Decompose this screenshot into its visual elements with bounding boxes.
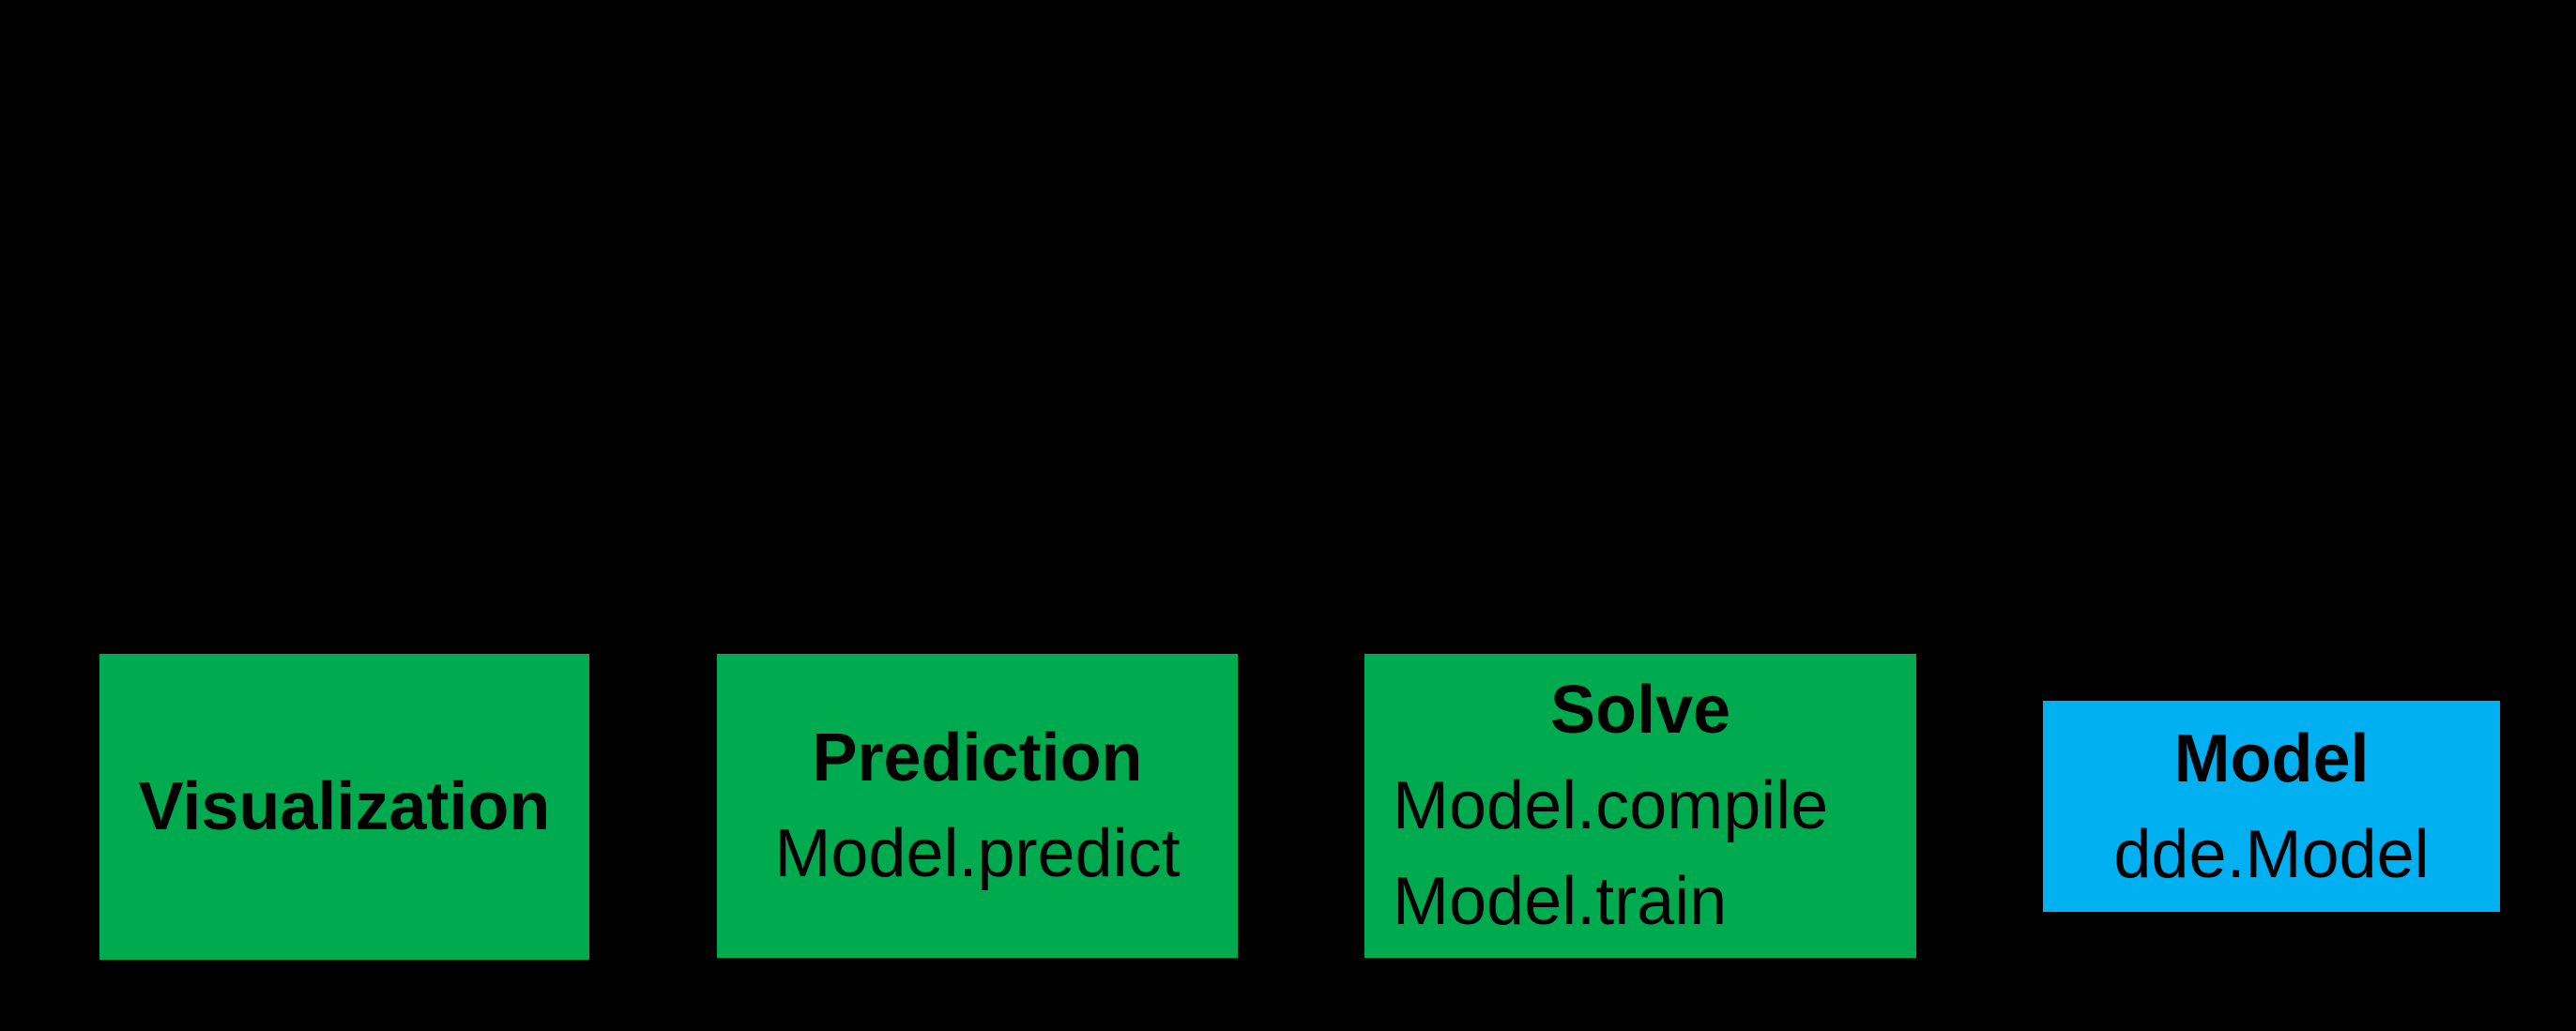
visualization-box: Visualization [99,654,589,960]
solve-box-lines: Model.compile Model.train [1364,758,1916,949]
prediction-box-title: Prediction [812,720,1143,796]
model-box-line: dde.Model [2113,816,2430,892]
model-box-title: Model [2173,720,2370,796]
solve-box-title: Solve [1549,673,1731,748]
visualization-box-title: Visualization [138,769,551,844]
prediction-box: Prediction Model.predict [717,654,1238,958]
solve-box-line-compile: Model.compile [1393,768,1829,843]
model-box: Model dde.Model [2043,701,2500,912]
prediction-box-line: Model.predict [774,816,1181,891]
solve-box: Solve Model.compile Model.train [1364,654,1916,958]
solve-box-line-train: Model.train [1393,864,1728,939]
